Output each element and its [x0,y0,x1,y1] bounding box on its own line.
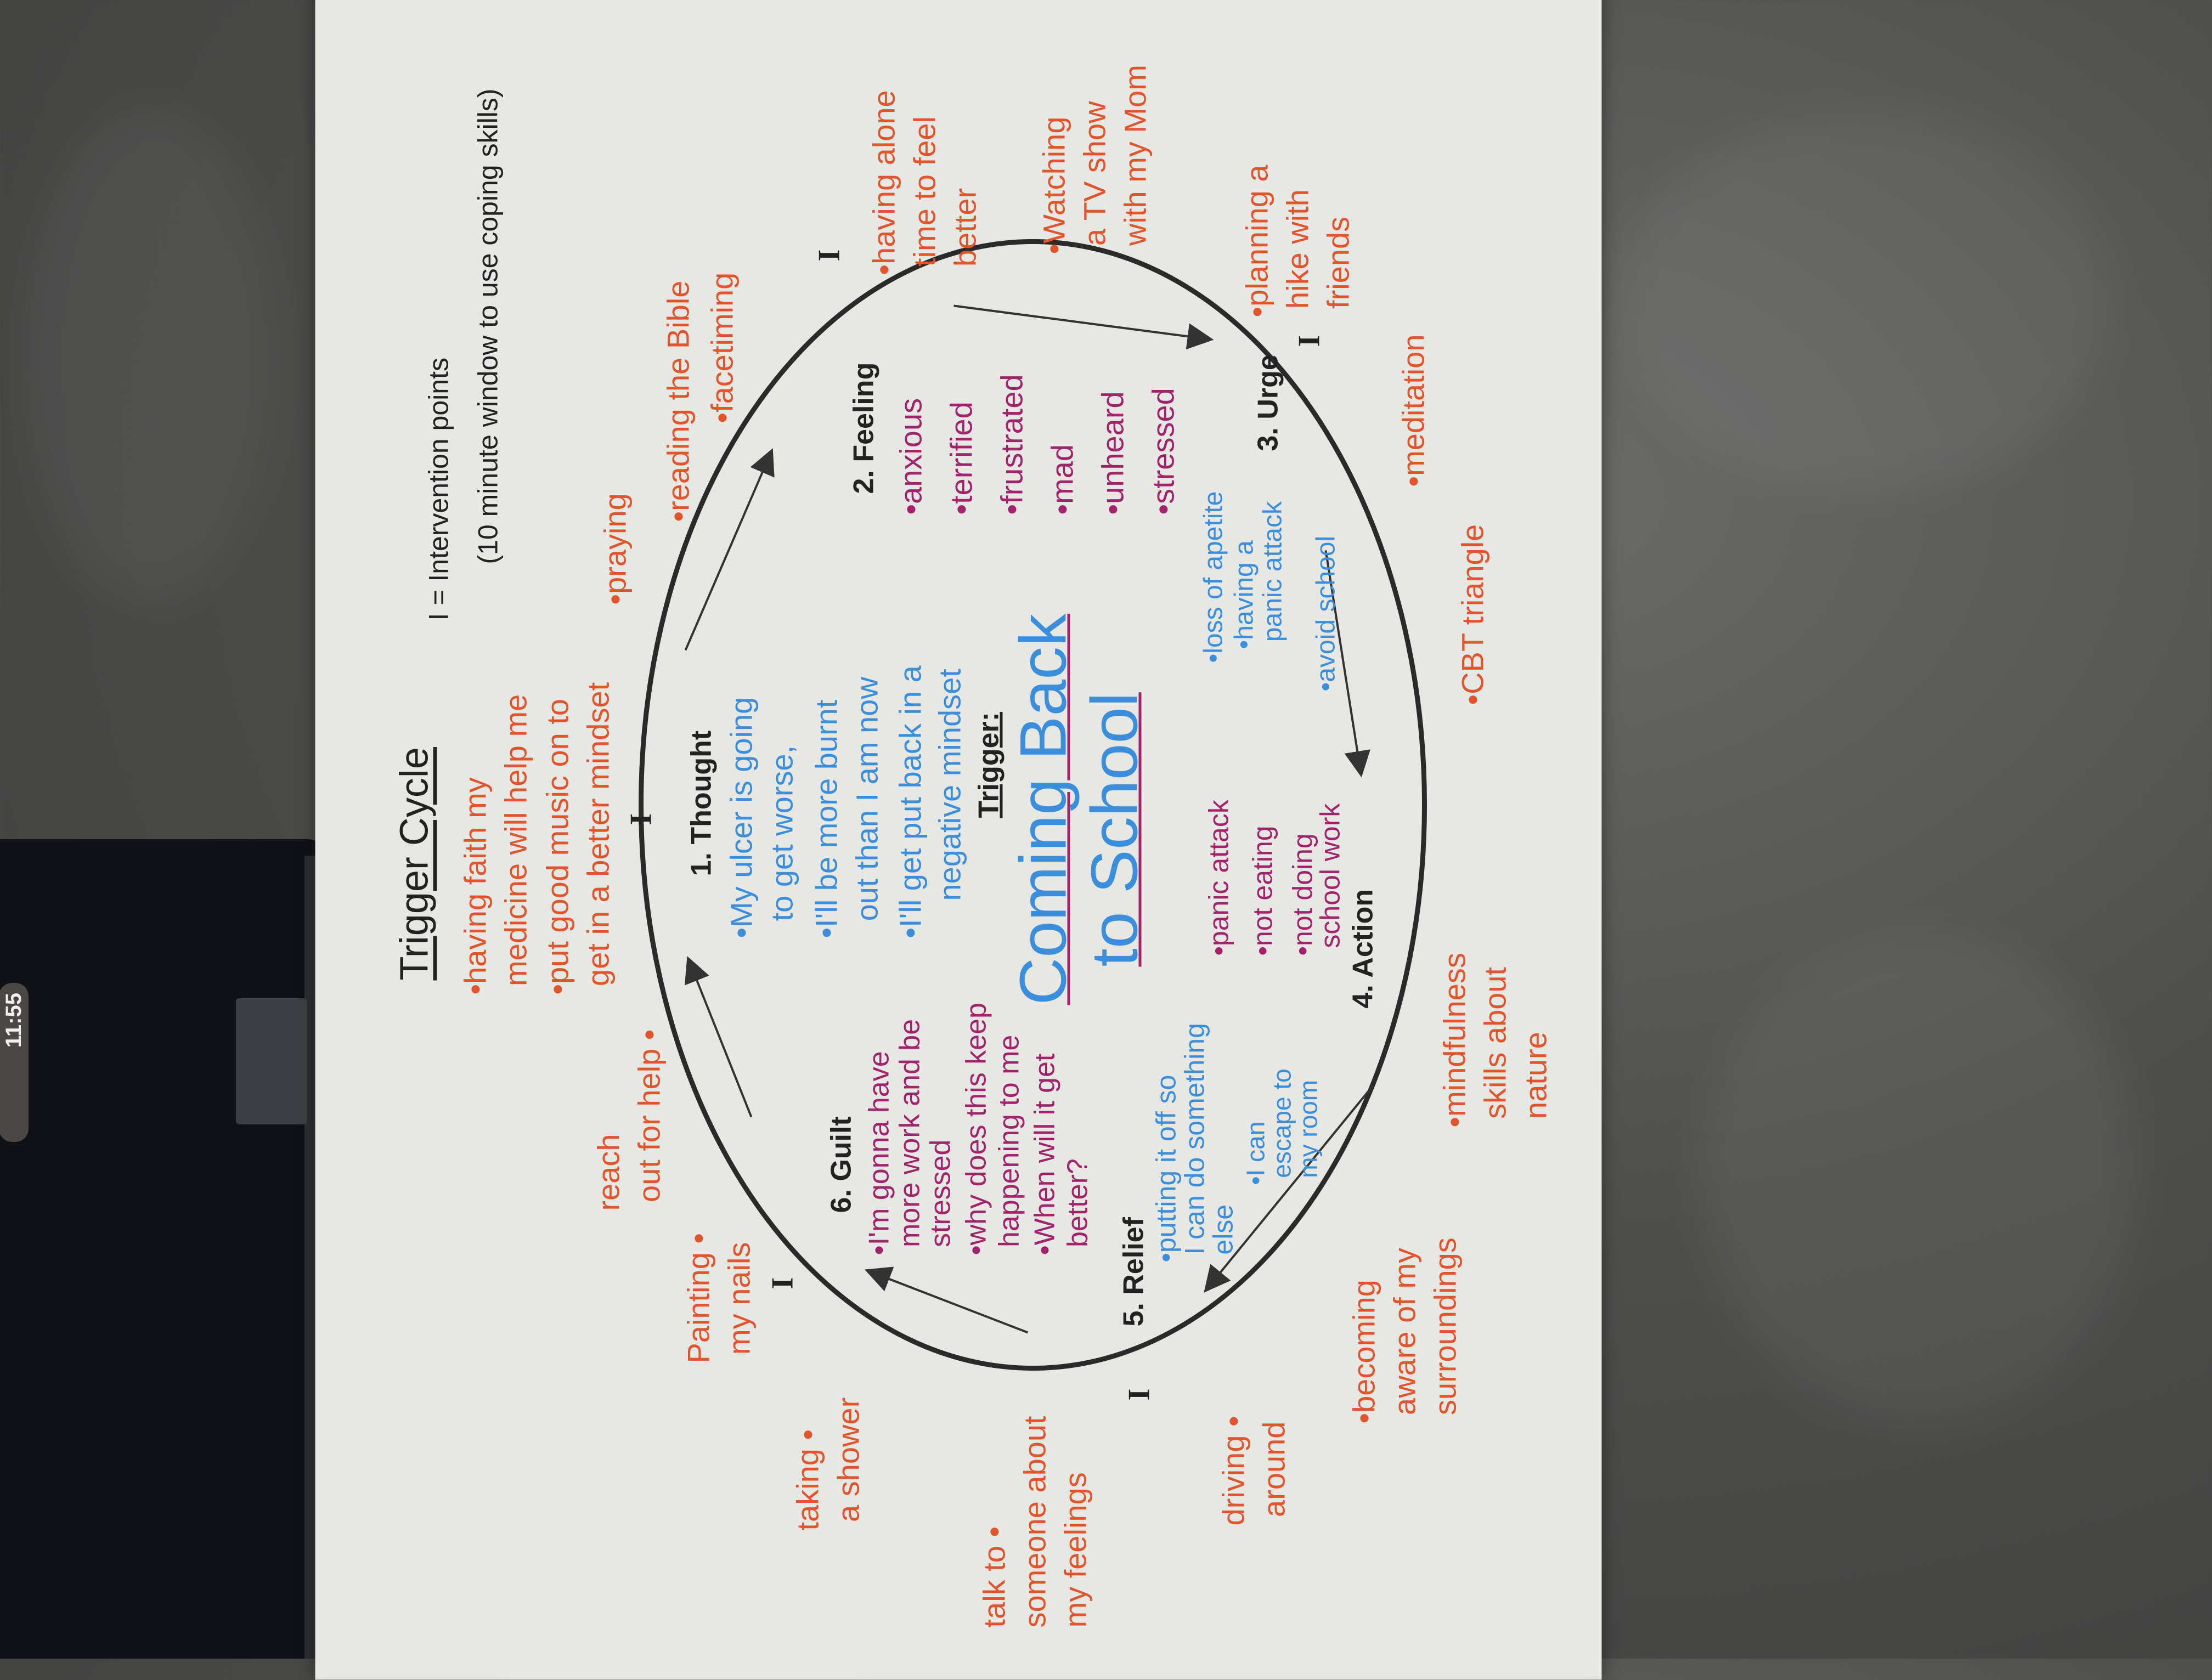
coping-skill: •facetiming [704,272,740,423]
stage-label-thought: 1. Thought [685,730,718,876]
arrow-relief-to-guilt [865,1266,1029,1334]
urge-item: •loss of apetite [1199,491,1228,663]
arrow-feeling-to-urge [953,304,1214,350]
coping-skill: •reading the Bible [661,280,696,522]
feeling-item: •frustrated [994,374,1029,515]
intervention-mark: I [624,813,658,825]
trigger-value: Coming Back [1006,613,1080,1005]
arrow-guilt-to-thought [685,956,753,1118]
coping-skill: •mindfulness skills about nature [1437,953,1553,1128]
coping-skill: •praying [597,493,633,605]
stage-label-urge: 3. Urge [1252,354,1284,451]
stage-label-action: 4. Action [1347,889,1379,1009]
urge-item: •avoid school [1311,535,1341,692]
guilt-item: •why does this keep happening to me [960,1003,1025,1255]
arrow-action-to-relief [1204,1085,1374,1293]
action-item: •panic attack [1203,800,1234,956]
coping-skill: talk to • someone about my feelings [977,1416,1093,1628]
intervention-mark: I [812,249,847,262]
stage-label-guilt: 6. Guilt [825,1116,857,1213]
feeling-item: •terrified [944,401,979,515]
blanket-fold [1618,110,2112,494]
thought-item: •My ulcer is going to get worse, [724,697,799,938]
coping-skill: reach out for help • [591,1029,667,1211]
coping-skill: •having alone time to feel better [866,90,983,275]
coping-skill: Painting • my nails [681,1232,757,1364]
trigger-value: to School [1077,692,1152,967]
blanket-fold [27,110,274,603]
relief-item: •I can escape to my room [1241,1068,1323,1185]
feeling-item: •stressed [1146,388,1181,515]
action-item: •not eating [1247,825,1278,956]
feeling-item: •anxious [893,398,928,515]
coping-skill: driving • around [1216,1416,1291,1526]
laptop [0,839,329,1659]
feeling-list: •anxious •terrified •frustrated •mad •un… [886,374,1189,514]
thought-item: •I'll be more burnt out than I am now [809,677,884,938]
thought-item: negative mindset [932,669,967,901]
relief-item: •putting it off so I can do something el… [1150,1023,1239,1263]
feeling-item: •mad [1045,444,1080,515]
worksheet-paper: Trigger Cycle I = Intervention points (1… [315,0,1602,1680]
coping-skill: •Watching a TV show with my Mom [1036,65,1153,254]
intervention-mark: I [1292,335,1327,347]
stage-label-relief: 5. Relief [1118,1217,1150,1327]
coping-skill: •put good music on to get in a better mi… [540,682,616,995]
stage-label-feeling: 2. Feeling [848,362,880,494]
thought-item: •I'll get put back in a [893,665,928,938]
guilt-item: •I'm gonna have more work and be stresse… [863,1019,957,1255]
page-title: Trigger Cycle [392,747,437,981]
trigger-label: Trigger: [973,711,1005,818]
action-item: •not doing school work [1287,803,1346,956]
coping-skill: •having faith my medicine will help me [458,694,533,995]
legend-note: (10 minute window to use coping skills) [472,88,504,564]
coping-skill: •planning a hike with friends [1239,165,1356,318]
guilt-item: •When will it get better? [1029,1053,1094,1255]
arrow-thought-to-feeling [684,448,775,651]
status-bar: 11:55 [0,983,29,1142]
urge-item: •having a panic attack [1229,501,1288,649]
blanket-fold [1701,932,2140,1426]
clock: 11:55 [2,993,26,1048]
coping-skill: •meditation [1396,334,1431,487]
feeling-item: •unheard [1095,391,1130,515]
coping-skill: •becoming aware of my surroundings [1346,1237,1463,1424]
laptop-hinge [236,998,307,1124]
coping-skill: •CBT triangle [1455,524,1490,705]
intervention-mark: I [1122,1388,1156,1401]
cycle-ellipse [639,239,1427,1371]
cycle-diagram [639,239,1427,1371]
intervention-mark: I [765,1277,800,1289]
legend-key: I = Intervention points [423,358,454,621]
arrow-urge-to-action [1324,550,1370,778]
coping-skill: taking • a shower [790,1397,866,1531]
